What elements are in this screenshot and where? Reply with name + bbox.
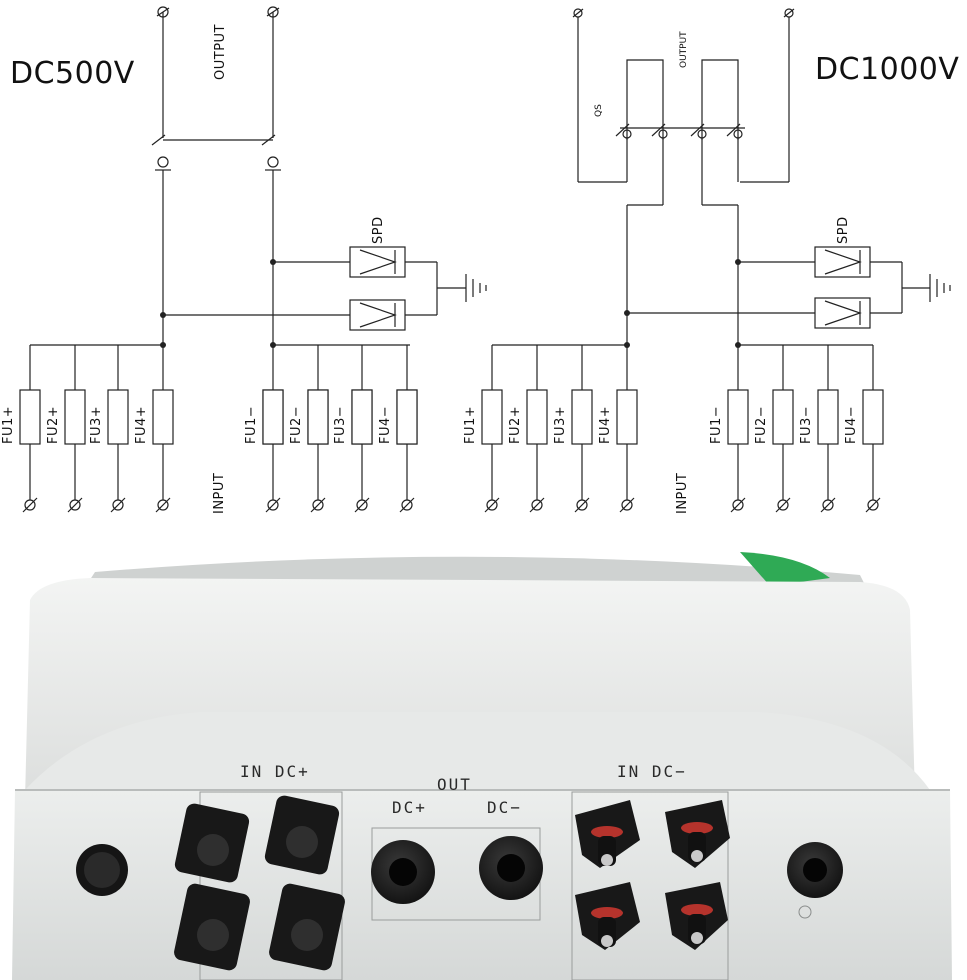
spd-label-left: SPD — [371, 216, 386, 244]
fuse-label: FU1− — [244, 405, 259, 444]
output-label-right: OUTPUT — [679, 31, 689, 68]
fuse-label: FU4− — [844, 405, 859, 444]
in-dc-pos-label: IN DC+ — [240, 762, 310, 781]
fuse-label: FU2+ — [508, 405, 523, 444]
fuse-label: FU3+ — [89, 405, 104, 444]
fuse-label: FU4+ — [598, 405, 613, 444]
fuse-label: FU4− — [378, 405, 393, 444]
out-label: OUT — [437, 775, 472, 794]
combiner-box-photo — [12, 552, 952, 980]
fuse-label: FU2+ — [46, 405, 61, 444]
title-dc1000v: DC1000V — [815, 52, 960, 87]
fuse-label: FU3− — [799, 405, 814, 444]
schematic-dc500v — [19, 6, 487, 513]
in-dc-neg-label: IN DC− — [617, 762, 687, 781]
fuse-label: FU1+ — [1, 405, 16, 444]
fuse-label: FU4+ — [134, 405, 149, 444]
input-label-left: INPUT — [212, 472, 227, 514]
fuse-label: FU2− — [289, 405, 304, 444]
green-latch — [740, 552, 830, 586]
ground-icon — [798, 905, 812, 919]
qs-label: QS — [594, 104, 604, 117]
fuse-label: FU1− — [709, 405, 724, 444]
input-label-right: INPUT — [675, 472, 690, 514]
out-dc-pos-label: DC+ — [392, 798, 427, 817]
fuse-label: FU3+ — [553, 405, 568, 444]
fuse-label: FU3− — [333, 405, 348, 444]
schematic-dc1000v — [481, 8, 951, 513]
fuse-label: FU2− — [754, 405, 769, 444]
wiring-schematics — [19, 6, 951, 513]
title-dc500v: DC500V — [10, 56, 135, 91]
fuse-label: FU1+ — [463, 405, 478, 444]
output-label-left: OUTPUT — [213, 24, 228, 80]
spd-label-right: SPD — [836, 216, 851, 244]
out-dc-neg-label: DC− — [487, 798, 522, 817]
